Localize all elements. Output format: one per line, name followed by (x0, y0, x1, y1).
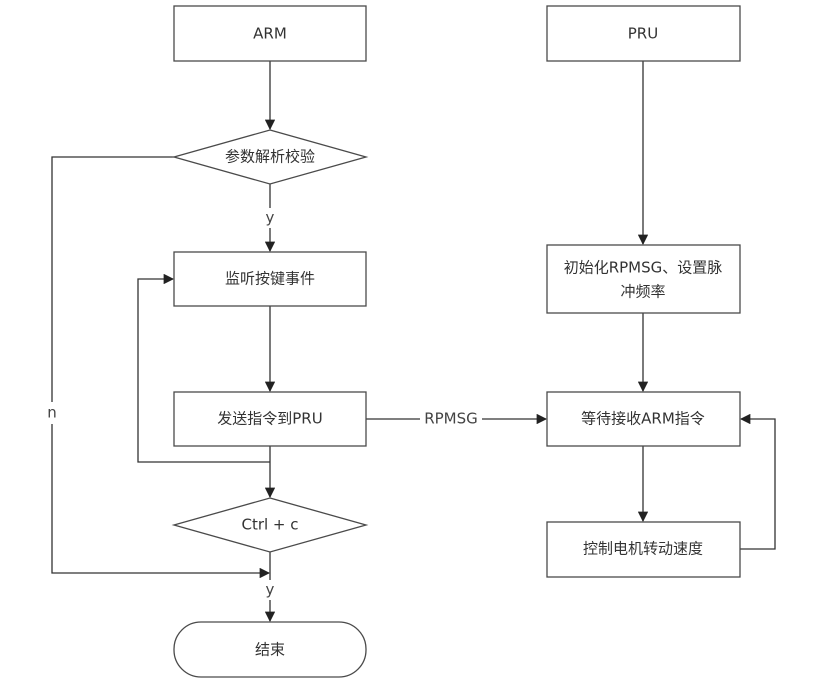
edge-loop-back-to-listen (137, 273, 270, 463)
node-param-check-label: 参数解析校验 (225, 148, 315, 166)
node-ctrl-c-label: Ctrl + c (241, 516, 298, 534)
node-arm[interactable]: ARM (173, 5, 367, 62)
edge-label-param-yes: y (266, 209, 275, 227)
edge-label-param-no: n (47, 404, 57, 422)
node-param-check[interactable]: 参数解析校验 (171, 129, 369, 185)
node-init-rpmsg-label-line2: 冲频率 (620, 283, 665, 301)
edge-label-rpmsg: RPMSG (424, 410, 478, 428)
node-listen-keys-label: 监听按键事件 (225, 270, 315, 288)
node-end-label: 结束 (255, 641, 285, 659)
node-pru[interactable]: PRU (546, 5, 741, 62)
node-init-rpmsg[interactable]: 初始化RPMSG、设置脉 冲频率 (546, 244, 741, 314)
node-end[interactable]: 结束 (173, 621, 367, 678)
node-wait-cmd-label: 等待接收ARM指令 (581, 410, 705, 428)
node-control-motor-label: 控制电机转动速度 (583, 540, 703, 558)
node-pru-label: PRU (628, 25, 658, 43)
node-wait-cmd[interactable]: 等待接收ARM指令 (546, 391, 741, 447)
edge-param-no (51, 156, 271, 579)
node-ctrl-c[interactable]: Ctrl + c (171, 497, 369, 553)
edge-label-ctrl-yes: y (266, 581, 275, 599)
node-init-rpmsg-label-line1: 初始化RPMSG、设置脉 (564, 259, 723, 277)
node-listen-keys[interactable]: 监听按键事件 (173, 251, 367, 307)
node-send-cmd-label: 发送指令到PRU (217, 410, 322, 428)
node-send-cmd[interactable]: 发送指令到PRU (173, 391, 367, 447)
node-control-motor[interactable]: 控制电机转动速度 (546, 521, 741, 578)
edge-control-back-to-wait (739, 413, 776, 550)
node-arm-label: ARM (253, 25, 287, 43)
